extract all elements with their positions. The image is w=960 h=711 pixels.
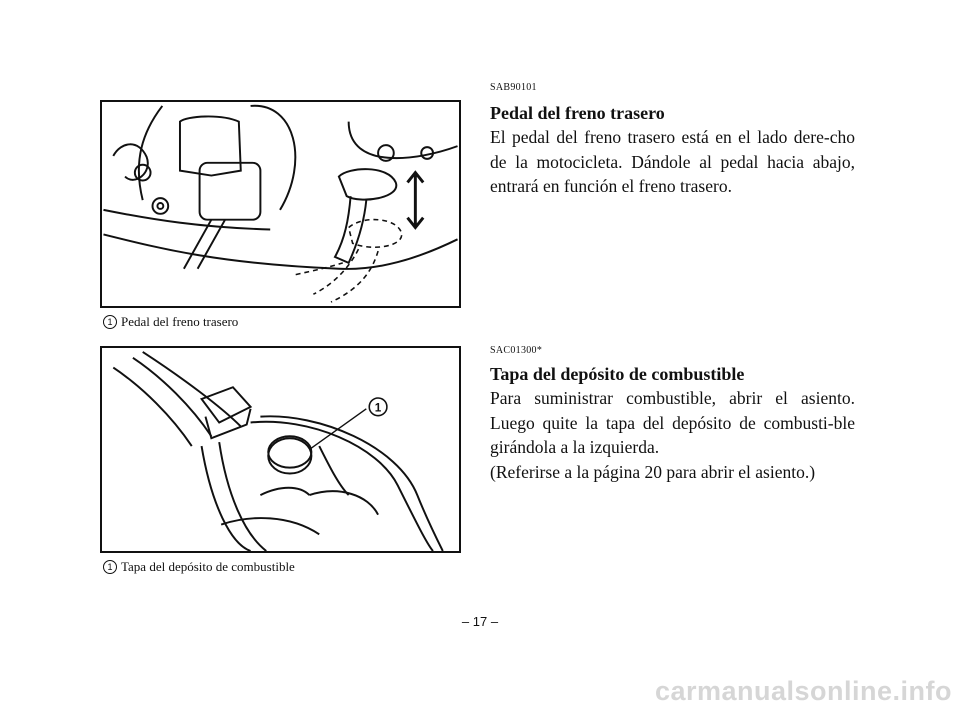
watermark: carmanualsonline.info <box>654 676 952 706</box>
section-title: Pedal del freno trasero <box>490 103 665 123</box>
fuel-tank-cap-illustration: 1 <box>112 351 444 551</box>
section-code: SAB90101 <box>490 82 537 93</box>
paragraph: (Referirse a la página 20 para abrir el … <box>490 461 816 482</box>
callout-number-label: 1 <box>375 401 382 414</box>
caption-number-badge: 1 <box>103 560 117 574</box>
section-body: Para suministrar combustible, abrir el a… <box>490 386 855 484</box>
section-body: El pedal del freno trasero está en el la… <box>490 125 855 199</box>
paragraph: El pedal del freno trasero está en el la… <box>490 127 855 196</box>
caption-number-badge: 1 <box>103 315 117 329</box>
brake-pedal-figure <box>100 100 461 308</box>
brake-pedal-illustration <box>103 104 458 303</box>
caption-text: Pedal del freno trasero <box>121 314 239 329</box>
fuel-cap-caption: 1 Tapa del depósito de combustible <box>103 559 295 575</box>
section-code: SAC01300* <box>490 345 543 356</box>
page-number: – 17 – <box>461 614 499 629</box>
callout-number-badge <box>368 397 388 417</box>
caption-text: Tapa del depósito de combustible <box>121 559 295 574</box>
fuel-cap-figure: 1 <box>100 346 461 553</box>
section-title: Tapa del depósito de combustible <box>490 364 745 384</box>
paragraph: Para suministrar combustible, abrir el a… <box>490 388 855 457</box>
brake-pedal-caption: 1 Pedal del freno trasero <box>103 314 238 330</box>
